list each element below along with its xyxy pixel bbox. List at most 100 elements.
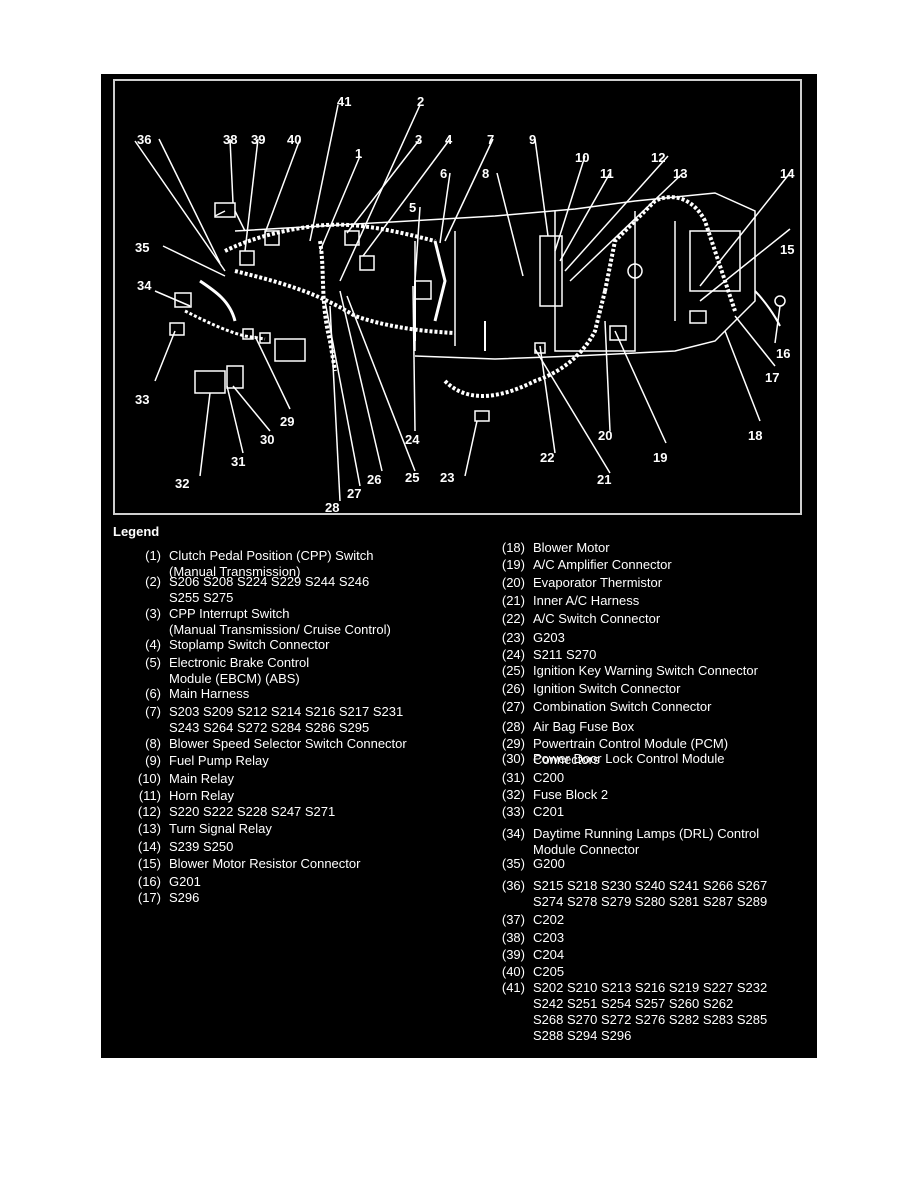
legend-text: S242 S251 S254 S257 S260 S262 xyxy=(533,996,734,1011)
legend-text: Ignition Switch Connector xyxy=(533,681,681,696)
legend-text: C201 xyxy=(533,804,565,819)
callout-label: 22 xyxy=(540,450,555,465)
callout-label: 23 xyxy=(440,470,455,485)
callout-label: 25 xyxy=(405,470,420,485)
legend-text: Power Door Lock Control Module xyxy=(533,751,725,766)
legend-number: (38) xyxy=(501,930,525,945)
legend-number: (34) xyxy=(501,826,525,841)
legend-text: Main Relay xyxy=(169,771,235,786)
legend-text: A/C Switch Connector xyxy=(533,611,661,626)
legend-number: (40) xyxy=(501,964,525,979)
callout-label: 19 xyxy=(653,450,668,465)
callout-label: 38 xyxy=(223,132,238,147)
legend-text: Evaporator Thermistor xyxy=(533,575,663,590)
legend-text: Electronic Brake Control xyxy=(169,655,310,670)
legend-text: C204 xyxy=(533,947,565,962)
callout-label: 6 xyxy=(440,166,448,181)
legend-text: G203 xyxy=(533,630,565,645)
legend-number: (29) xyxy=(501,736,525,751)
legend-number: (11) xyxy=(138,788,161,803)
callout-label: 2 xyxy=(417,94,425,109)
callout-label: 33 xyxy=(135,392,150,407)
legend-number: (17) xyxy=(137,890,161,905)
legend-number: (30) xyxy=(501,751,525,766)
legend-text: Turn Signal Relay xyxy=(169,821,272,836)
callout-label: 31 xyxy=(231,454,246,469)
legend-text: C203 xyxy=(533,930,565,945)
legend-text: (Manual Transmission/ Cruise Control) xyxy=(169,622,391,637)
callout-label: 40 xyxy=(287,132,302,147)
legend-number: (31) xyxy=(501,770,525,785)
legend-text: Blower Motor Resistor Connector xyxy=(169,856,361,871)
legend-text: Connectors xyxy=(533,752,600,767)
callout-label: 21 xyxy=(597,472,612,487)
legend-text: Blower Speed Selector Switch Connector xyxy=(169,736,407,751)
callout-label: 39 xyxy=(251,132,266,147)
figure-panel: 41 2 36 38 39 40 1 3 4 7 9 6 8 10 11 12 … xyxy=(101,74,817,1058)
legend-text: S202 S210 S213 S216 S219 S227 S232 xyxy=(533,980,768,995)
legend-text: C202 xyxy=(533,912,565,927)
legend-number: (25) xyxy=(501,663,525,678)
callout-label: 36 xyxy=(137,132,152,147)
callout-label: 15 xyxy=(780,242,795,257)
legend-text: Fuel Pump Relay xyxy=(169,753,269,768)
legend-text: Blower Motor xyxy=(533,540,610,555)
legend-text: Ignition Key Warning Switch Connector xyxy=(533,663,758,678)
legend-text: C200 xyxy=(533,770,565,785)
legend-number: (8) xyxy=(145,736,161,751)
legend-text: Module (EBCM) (ABS) xyxy=(169,671,300,686)
legend-text: S203 S209 S212 S214 S216 S217 S231 xyxy=(169,704,404,719)
callout-label: 7 xyxy=(487,132,495,147)
legend-number: (35) xyxy=(501,856,525,871)
legend-number: (16) xyxy=(137,874,161,889)
legend-number: (32) xyxy=(501,787,525,802)
legend-number: (4) xyxy=(145,637,161,652)
callout-label: 30 xyxy=(260,432,275,447)
legend-number: (9) xyxy=(145,753,161,768)
harness-drawing xyxy=(134,104,791,502)
callout-label: 18 xyxy=(748,428,763,443)
legend-text: Powertrain Control Module (PCM) xyxy=(533,736,729,751)
legend-text: S243 S264 S272 S284 S286 S295 xyxy=(169,720,370,735)
legend-number: (28) xyxy=(501,719,525,734)
legend-text: Daytime Running Lamps (DRL) Control xyxy=(533,826,760,841)
callout-label: 12 xyxy=(651,150,666,165)
legend-text: G200 xyxy=(533,856,565,871)
legend-number: (2) xyxy=(145,574,161,589)
callout-label: 35 xyxy=(135,240,150,255)
callout-label: 41 xyxy=(337,94,352,109)
legend-title: Legend xyxy=(113,524,160,539)
callout-label: 13 xyxy=(673,166,688,181)
legend-text: S288 S294 S296 xyxy=(533,1028,632,1043)
callout-label: 11 xyxy=(600,166,614,181)
legend-number: (1) xyxy=(145,548,161,563)
legend-number: (5) xyxy=(145,655,161,670)
legend-text: S268 S270 S272 S276 S282 S283 S285 xyxy=(533,1012,768,1027)
legend-text: Horn Relay xyxy=(169,788,235,803)
callout-label: 1 xyxy=(355,146,363,161)
legend-text: S296 xyxy=(169,890,200,905)
legend-number: (12) xyxy=(137,804,161,819)
legend-text: S239 S250 xyxy=(169,839,234,854)
callout-label: 34 xyxy=(137,278,152,293)
legend-number: (22) xyxy=(501,611,525,626)
legend-text: G201 xyxy=(169,874,201,889)
callout-label: 16 xyxy=(776,346,791,361)
callout-label: 24 xyxy=(405,432,420,447)
callout-label: 4 xyxy=(445,132,453,147)
legend-text: CPP Interrupt Switch xyxy=(169,606,290,621)
legend-number: (26) xyxy=(501,681,525,696)
legend-number: (18) xyxy=(501,540,525,555)
callout-label: 8 xyxy=(482,166,490,181)
legend-text: Module Connector xyxy=(533,842,640,857)
callout-label: 5 xyxy=(409,200,417,215)
legend-number: (23) xyxy=(501,630,525,645)
legend-text: S215 S218 S230 S240 S241 S266 S267 xyxy=(533,878,768,893)
legend-text: A/C Amplifier Connector xyxy=(533,557,672,572)
legend-number: (14) xyxy=(137,839,161,854)
legend-text: (Manual Transmission) xyxy=(169,564,301,579)
callout-label: 10 xyxy=(575,150,590,165)
legend-text: Inner A/C Harness xyxy=(533,593,640,608)
legend-number: (20) xyxy=(501,575,525,590)
legend-text: S220 S222 S228 S247 S271 xyxy=(169,804,336,819)
